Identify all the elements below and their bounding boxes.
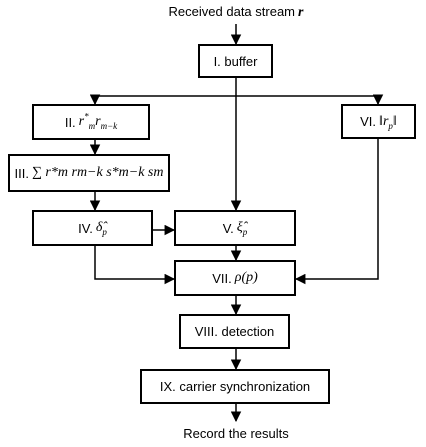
- carrier-node: IX. carrier synchronization: [140, 369, 330, 404]
- xi-node: V. ξ̂p: [174, 210, 296, 246]
- product-node: II. r*mrm−k: [32, 104, 150, 140]
- xi-math: ξ̂p: [236, 220, 248, 237]
- rho-node: VII. ρ(p): [174, 260, 296, 296]
- input-symbol: r: [298, 5, 304, 20]
- detection-node: VIII. detection: [179, 314, 290, 349]
- product-math: r*mrm−k: [78, 111, 118, 131]
- delta-math: δ̂p: [95, 220, 107, 237]
- rho-math: ρ(p): [234, 270, 258, 285]
- edge-delta-rho: [94, 246, 176, 285]
- norm-math: ‖rp‖: [379, 113, 397, 131]
- sum-math: ∑ r*m rm−k s*m−k sm: [31, 165, 164, 180]
- output-label: Record the results: [183, 426, 289, 441]
- delta-node: IV. δ̂p: [32, 210, 153, 246]
- norm-node: VI. ‖rp‖: [341, 104, 416, 139]
- buffer-node: I. buffer: [198, 44, 273, 78]
- sum-node: III. ∑ r*m rm−k s*m−k sm: [8, 154, 170, 192]
- edge-norm-rho: [294, 139, 379, 285]
